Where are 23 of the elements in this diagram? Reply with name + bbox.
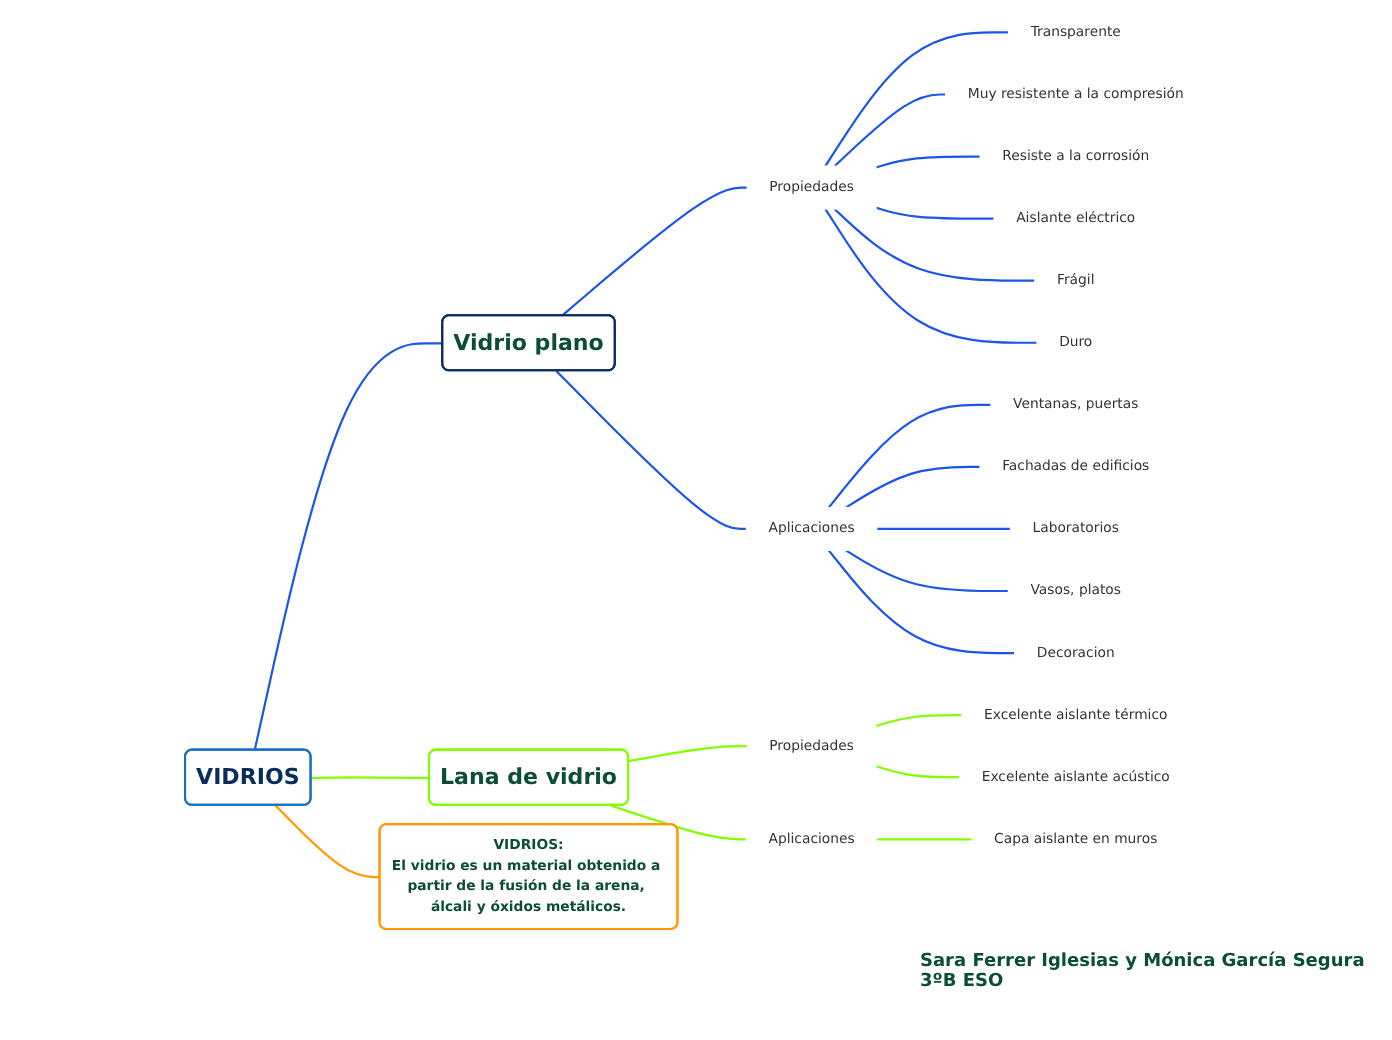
connector [876, 206, 995, 220]
connector [877, 527, 1012, 531]
connector [876, 155, 981, 169]
connector [828, 549, 1016, 655]
connector [824, 208, 1038, 344]
connector [828, 403, 992, 509]
connector [254, 342, 444, 751]
connector [610, 804, 747, 841]
class-note: 3ºB ESO [920, 972, 1006, 992]
connector [877, 838, 973, 841]
connector [824, 31, 1010, 167]
connector [275, 804, 381, 879]
connector [834, 208, 1036, 282]
connector [845, 465, 981, 509]
connector [311, 776, 431, 779]
connector [876, 765, 961, 779]
connector [834, 93, 947, 167]
connector [561, 186, 748, 317]
connector [629, 745, 748, 763]
connector [845, 549, 1009, 593]
connector [876, 714, 963, 728]
connector [556, 370, 747, 531]
author-note: Sara Ferrer Iglesias y Mónica García Segura [920, 952, 1365, 972]
